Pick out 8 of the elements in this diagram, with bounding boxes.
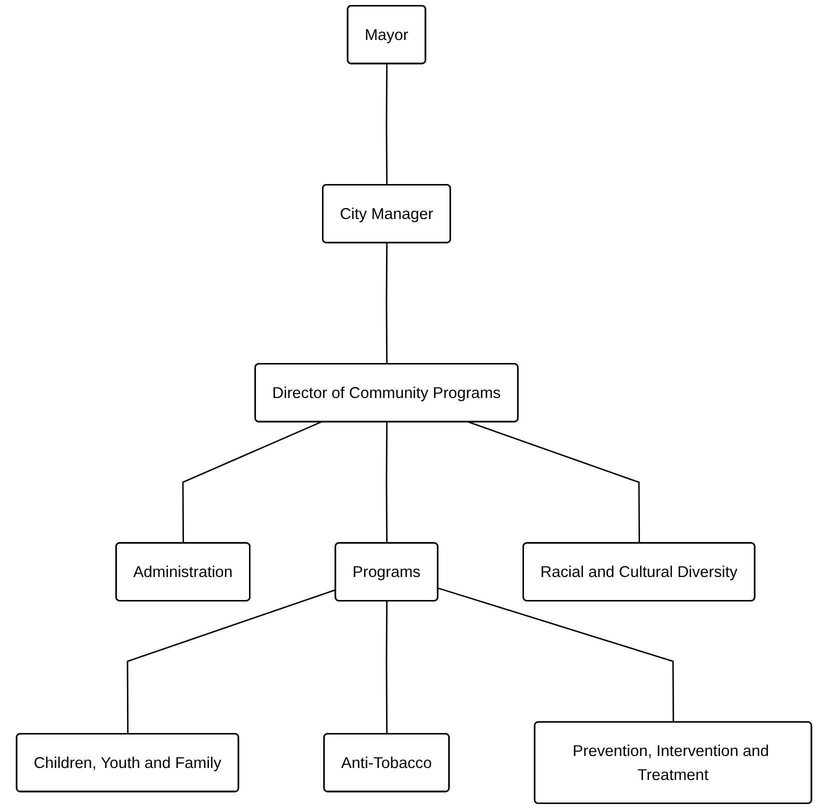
connector: [182, 421, 322, 544]
connector: [386, 601, 388, 734]
connector: [386, 64, 388, 186]
connector: [386, 242, 388, 364]
connector: [386, 422, 388, 544]
connector: [468, 421, 640, 544]
connector: [438, 587, 674, 722]
connector: [126, 589, 336, 734]
